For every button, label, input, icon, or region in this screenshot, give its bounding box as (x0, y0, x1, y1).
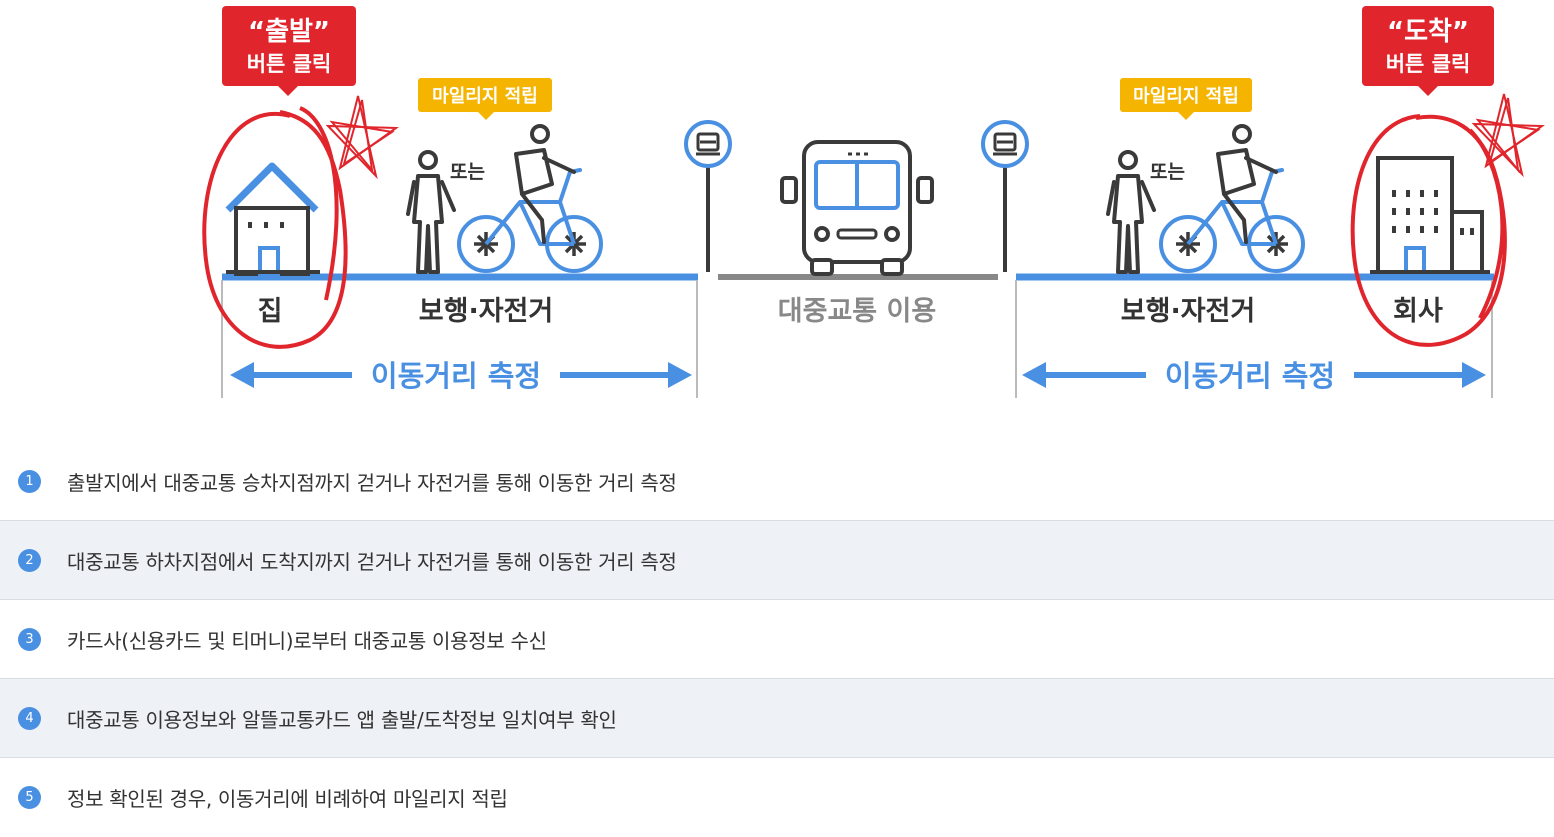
mileage-badge-right: 마일리지 적립 (1120, 78, 1252, 120)
arrive-callout-sub: 버튼 클릭 (1386, 52, 1471, 76)
step-number-badge: 2 (18, 548, 41, 572)
step-text: 출발지에서 대중교통 승차지점까지 걷거나 자전거를 통해 이동한 거리 측정 (67, 470, 677, 495)
depart-callout: “출발” 버튼 클릭 (222, 6, 356, 96)
depart-callout-title: “출발” (248, 17, 330, 47)
star-scribble-icon (325, 95, 399, 180)
list-item: 2 대중교통 하차지점에서 도착지까지 걷거나 자전거를 통해 이동한 거리 측… (0, 521, 1554, 600)
mileage-badge-left: 마일리지 적립 (418, 78, 552, 120)
list-item: 5 정보 확인된 경우, 이동거리에 비례하여 마일리지 적립 (0, 758, 1554, 837)
arrive-callout: “도착” 버튼 클릭 (1362, 6, 1494, 96)
list-item: 3 카드사(신용카드 및 티머니)로부터 대중교통 이용정보 수신 (0, 600, 1554, 679)
walk-bike-label: 보행·자전거 (1121, 296, 1255, 327)
measure-label: 이동거리 측정 (1165, 359, 1335, 393)
measure-arrow-right: 이동거리 측정 (1022, 359, 1486, 393)
company-label: 회사 (1393, 296, 1443, 327)
list-item: 1 출발지에서 대중교통 승차지점까지 걷거나 자전거를 통해 이동한 거리 측… (0, 442, 1554, 521)
step-number-badge: 4 (18, 706, 41, 730)
bus-stop-icon (684, 120, 732, 274)
transit-label: 대중교통 이용 (778, 296, 936, 327)
star-scribble-icon (1471, 93, 1545, 178)
or-label: 또는 (1150, 161, 1185, 183)
process-steps-list: 1 출발지에서 대중교통 승차지점까지 걷거나 자전거를 통해 이동한 거리 측… (0, 442, 1554, 837)
step-number-badge: 1 (18, 469, 41, 493)
depart-callout-sub: 버튼 클릭 (247, 52, 332, 76)
measure-label: 이동거리 측정 (371, 359, 541, 393)
walker-icon (1106, 150, 1156, 274)
bus-stop-icon (981, 120, 1029, 274)
step-text: 카드사(신용카드 및 티머니)로부터 대중교통 이용정보 수신 (67, 628, 547, 653)
arrive-callout-title: “도착” (1387, 17, 1469, 47)
bicycle-icon (1159, 124, 1305, 273)
step-number-badge: 5 (18, 786, 41, 809)
highlight-circle-home (202, 106, 348, 349)
step-text: 정보 확인된 경우, 이동거리에 비례하여 마일리지 적립 (67, 787, 508, 811)
measure-arrow-left: 이동거리 측정 (230, 359, 692, 393)
home-label: 집 (258, 296, 283, 327)
walker-icon (406, 150, 456, 274)
step-text: 대중교통 하차지점에서 도착지까지 걷거나 자전거를 통해 이동한 거리 측정 (67, 549, 677, 574)
list-item: 4 대중교통 이용정보와 알뜰교통카드 앱 출발/도착정보 일치여부 확인 (0, 679, 1554, 758)
highlight-circle-company (1350, 114, 1507, 347)
office-building-icon (1370, 156, 1490, 274)
step-number-badge: 3 (18, 627, 41, 651)
svg-text:마일리지 적립: 마일리지 적립 (432, 86, 538, 107)
house-icon (225, 162, 320, 276)
step-text: 대중교통 이용정보와 알뜰교통카드 앱 출발/도착정보 일치여부 확인 (67, 707, 617, 732)
or-label: 또는 (450, 161, 485, 183)
mileage-process-diagram: “출발” 버튼 클릭 “도착” 버튼 클릭 마일리지 적립 마일리지 적립 또는… (202, 6, 1545, 398)
bus-icon (780, 140, 934, 276)
bicycle-icon (457, 124, 603, 273)
walk-bike-label: 보행·자전거 (419, 296, 553, 327)
svg-text:마일리지 적립: 마일리지 적립 (1133, 86, 1239, 107)
